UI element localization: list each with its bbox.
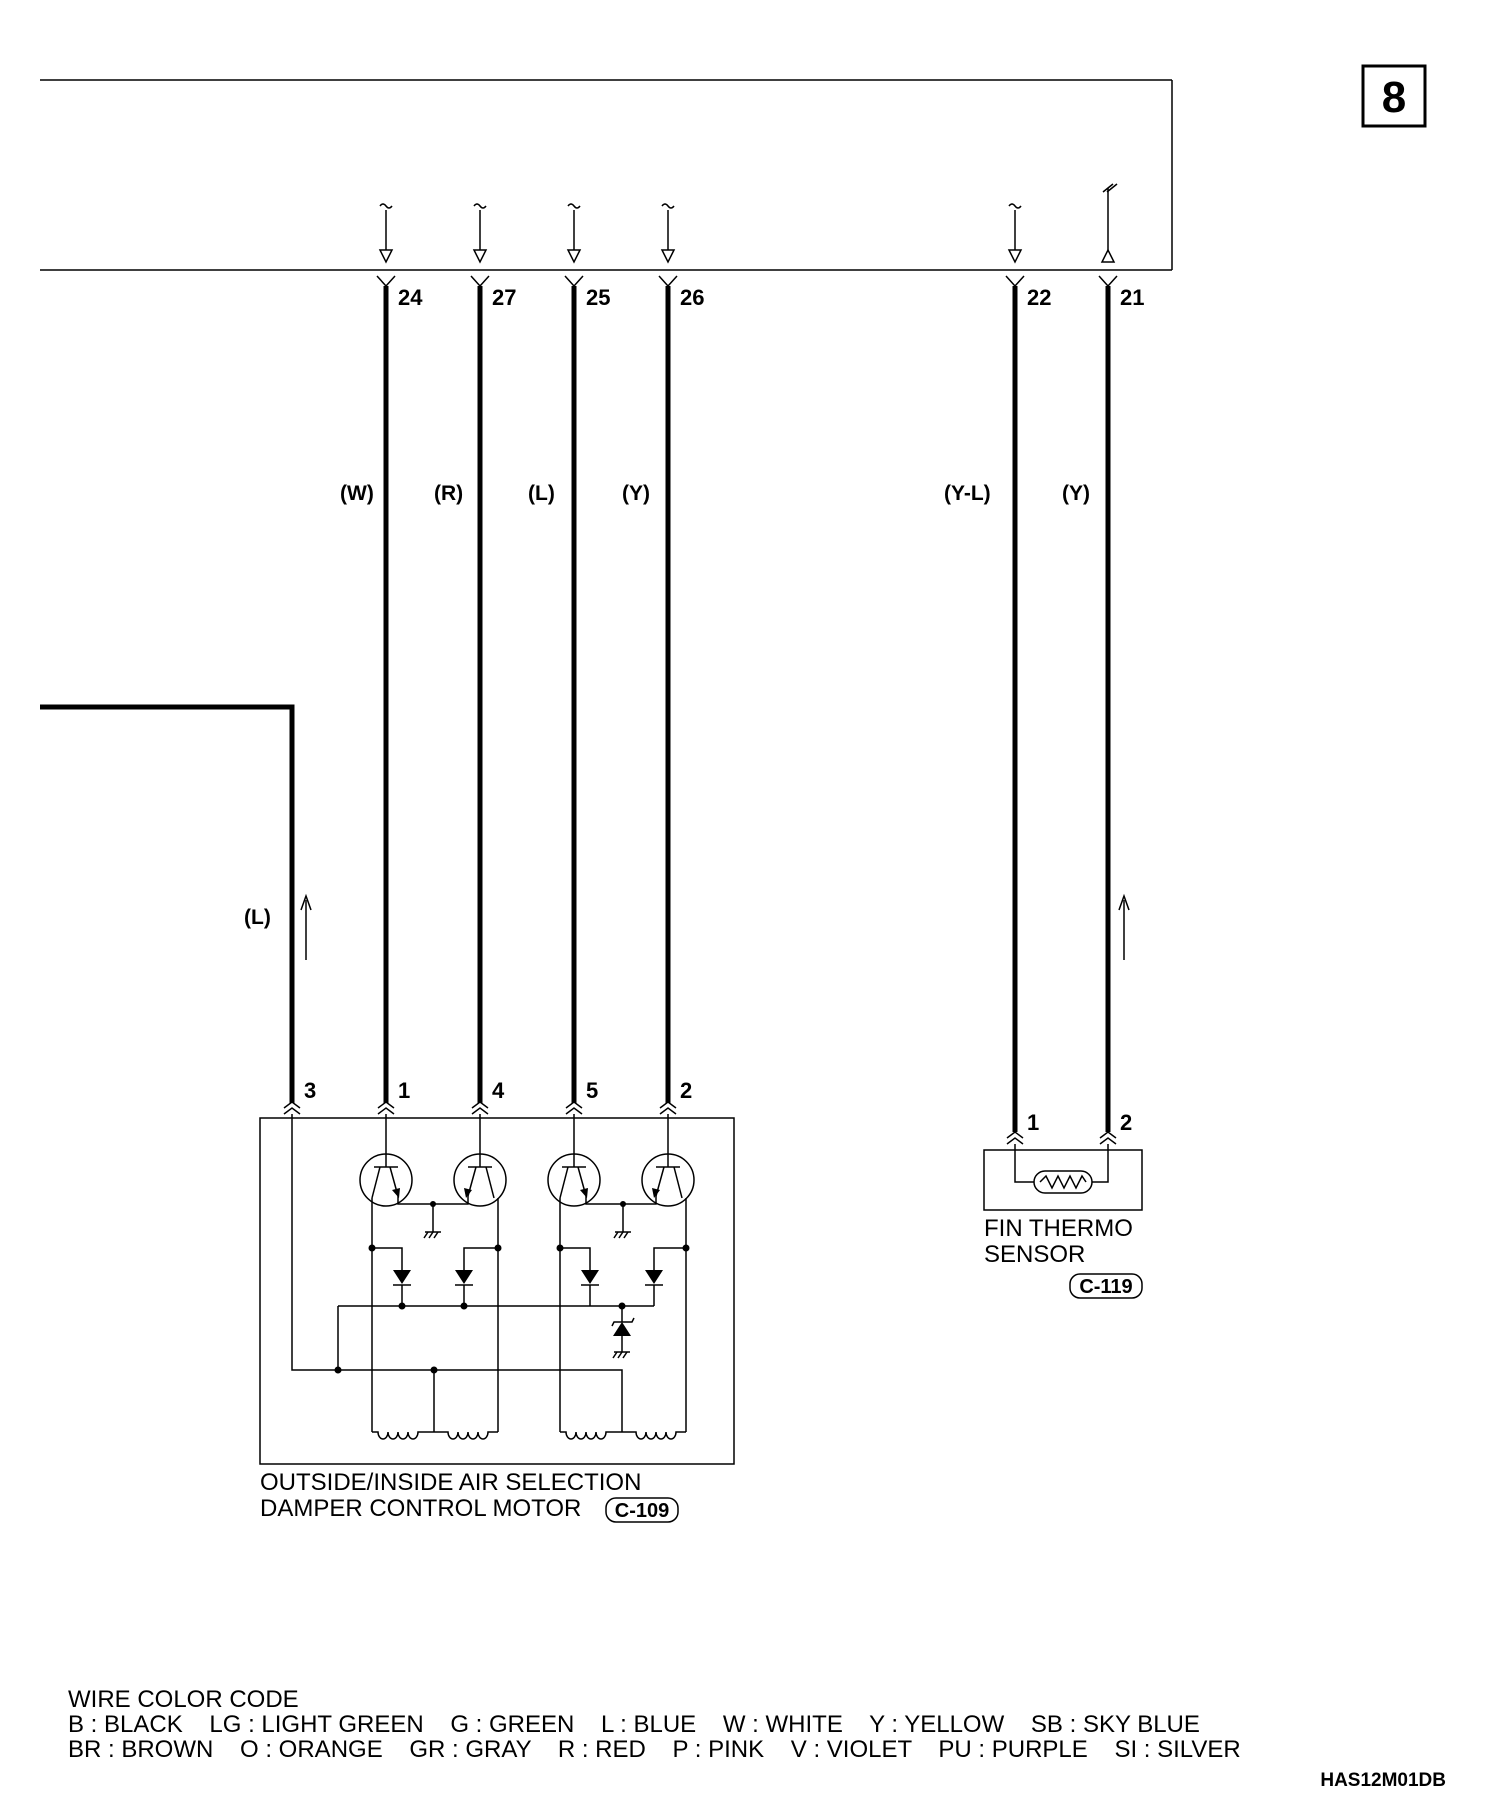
sensor-connector-id: C-119 bbox=[1079, 1276, 1132, 1298]
sensor-name-line2: SENSOR bbox=[984, 1241, 1085, 1268]
damper-motor-box bbox=[259, 1117, 735, 1465]
top-pin-25: 25 bbox=[586, 285, 610, 310]
motor-name-line1: OUTSIDE/INSIDE AIR SELECTION bbox=[260, 1469, 641, 1496]
top-pin-22: 22 bbox=[1027, 285, 1051, 310]
diode-1-icon bbox=[393, 1270, 411, 1286]
diagram-code: HAS12M01DB bbox=[1320, 1770, 1446, 1791]
output-signal-24 bbox=[378, 203, 394, 264]
control-unit-box bbox=[40, 79, 1173, 271]
motor-connector-id: C-109 bbox=[615, 1500, 669, 1522]
motor-connector-badge: C-109 bbox=[605, 1497, 679, 1523]
top-pin-21: 21 bbox=[1120, 285, 1144, 310]
motor-name-line2: DAMPER CONTROL MOTOR bbox=[260, 1495, 581, 1522]
top-pin-27: 27 bbox=[492, 285, 516, 310]
sensor-connector-badge: C-119 bbox=[1069, 1273, 1143, 1299]
wire-color-3: (L) bbox=[244, 906, 271, 929]
page-number: 8 bbox=[1382, 73, 1406, 122]
wire-color-21: (Y) bbox=[1062, 482, 1090, 505]
wire-color-25: (L) bbox=[528, 482, 555, 505]
output-signal-26 bbox=[660, 203, 676, 264]
sensor-pin-1: 1 bbox=[1027, 1110, 1039, 1135]
sensor-pin-2: 2 bbox=[1120, 1110, 1132, 1135]
motor-pin-2: 2 bbox=[680, 1078, 692, 1103]
damper-motor-internal-circuit bbox=[291, 1114, 695, 1440]
transistor-2-icon bbox=[453, 1153, 507, 1207]
ground-icon-1 bbox=[423, 1231, 441, 1239]
transistor-4-icon bbox=[641, 1153, 695, 1207]
ground-icon-2 bbox=[613, 1231, 631, 1239]
internal-signal-symbols bbox=[378, 183, 1118, 264]
motor-pin-4: 4 bbox=[492, 1078, 505, 1103]
diode-3-icon bbox=[581, 1270, 599, 1286]
page-number-box: 8 bbox=[1361, 64, 1427, 128]
coil-3-icon bbox=[560, 1431, 622, 1440]
wire-color-24: (W) bbox=[340, 482, 374, 505]
coil-4-icon bbox=[622, 1431, 686, 1440]
wire-3 bbox=[40, 704, 295, 1103]
harness-wires bbox=[40, 286, 1111, 1132]
wire-color-26: (Y) bbox=[622, 482, 650, 505]
sensor-connector-terminals bbox=[1006, 1131, 1117, 1145]
top-pin-26: 26 bbox=[680, 285, 704, 310]
current-flow-arrow-21 bbox=[1118, 893, 1130, 960]
input-signal-21 bbox=[1100, 183, 1118, 263]
motor-connector-terminals bbox=[283, 1101, 677, 1115]
output-signal-27 bbox=[472, 203, 488, 264]
fin-thermo-sensor-box bbox=[983, 1149, 1143, 1211]
wire-color-22: (Y-L) bbox=[944, 482, 991, 505]
zener-diode-icon bbox=[611, 1306, 635, 1359]
top-pin-24: 24 bbox=[398, 285, 423, 310]
legend-row-2: BR : BROWN O : ORANGE GR : GRAY R : RED … bbox=[68, 1736, 1241, 1763]
top-connector-terminals bbox=[376, 275, 1118, 288]
sensor-name-line1: FIN THERMO bbox=[984, 1215, 1133, 1242]
motor-pin-1: 1 bbox=[398, 1078, 410, 1103]
legend-row-1: B : BLACK LG : LIGHT GREEN G : GREEN L :… bbox=[68, 1711, 1200, 1738]
current-flow-arrow-3 bbox=[300, 893, 312, 960]
transistor-1-icon bbox=[359, 1153, 413, 1207]
coil-2-icon bbox=[434, 1431, 498, 1440]
output-signal-22 bbox=[1007, 203, 1023, 264]
wire-color-27: (R) bbox=[434, 482, 463, 505]
diode-2-icon bbox=[455, 1270, 473, 1286]
diode-4-icon bbox=[645, 1270, 663, 1286]
transistor-3-icon bbox=[547, 1153, 601, 1207]
motor-pin-5: 5 bbox=[586, 1078, 598, 1103]
coil-1-icon bbox=[372, 1431, 434, 1440]
legend-title: WIRE COLOR CODE bbox=[68, 1686, 299, 1713]
output-signal-25 bbox=[566, 203, 582, 264]
thermistor-icon bbox=[1014, 1144, 1109, 1194]
motor-pin-3: 3 bbox=[304, 1078, 316, 1103]
